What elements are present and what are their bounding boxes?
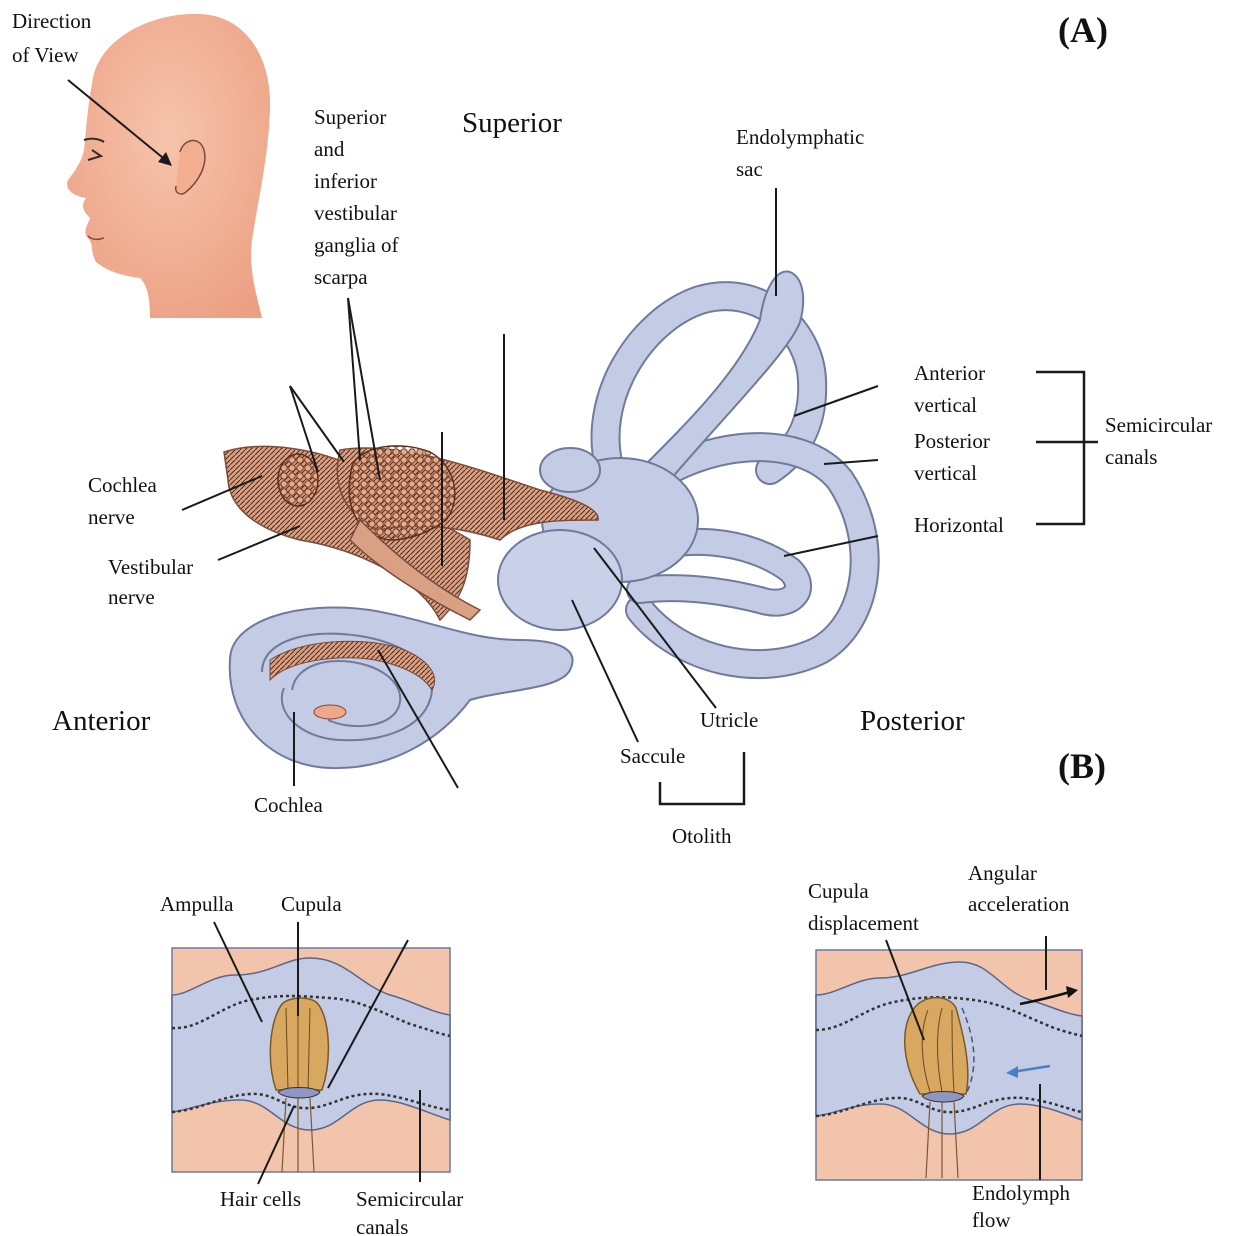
ampulla-detail-left <box>172 948 450 1172</box>
utricle-label: Utricle <box>700 708 758 732</box>
semicircular-canals-label: Semicircular canals <box>1105 413 1218 469</box>
hair-cells-label: Hair cells <box>220 1187 301 1211</box>
cochlea-shape <box>230 607 573 768</box>
horizontal-label: Horizontal <box>914 513 1004 537</box>
head-illustration <box>67 14 270 318</box>
nerve-cross-section <box>278 454 318 506</box>
cupula-shape-left <box>270 998 328 1090</box>
angular-acceleration-label: Angular acceleration <box>968 861 1070 916</box>
semicircular-canals-detail-label: Semicircular canals <box>356 1187 469 1236</box>
saccule-pointer <box>572 600 638 742</box>
vestibular-nerve-label: Vestibular nerve <box>108 555 198 609</box>
anterior-vertical-label: Anterior vertical <box>914 361 990 417</box>
direction-superior: Superior <box>462 107 562 139</box>
ganglia-pointer-2 <box>348 298 360 460</box>
panel-label-a: (A) <box>1058 10 1108 50</box>
cupula-displacement-label: Cupula displacement <box>808 879 919 935</box>
cochlea-label: Cochlea <box>254 793 323 817</box>
direction-anterior: Anterior <box>52 705 151 737</box>
ampulla-label: Ampulla <box>160 892 234 916</box>
semicircular-canals-bracket <box>1036 372 1098 524</box>
ampulla-detail-right <box>816 950 1082 1180</box>
otolith-label: Otolith <box>672 824 732 848</box>
cupula-label: Cupula <box>281 892 342 916</box>
inner-ear-illustration <box>224 272 865 769</box>
direction-posterior: Posterior <box>860 705 965 737</box>
endolymphatic-sac-label: Endolymphatic sac <box>736 125 870 181</box>
direction-of-view-label: Direction of View <box>12 9 97 67</box>
panel-label-b: (B) <box>1058 746 1106 786</box>
ganglia-label: Superior and inferior vestibular ganglia… <box>314 105 404 289</box>
posterior-vertical-label: Posterior vertical <box>914 429 995 485</box>
vestibular-nerve-pointer <box>218 526 300 560</box>
saccule-shape <box>498 530 622 630</box>
saccule-label: Saccule <box>620 744 685 768</box>
endolymph-flow-label: Endolymph flow <box>972 1181 1075 1232</box>
cochlea-nerve-label: Cochlea nerve <box>88 473 162 529</box>
